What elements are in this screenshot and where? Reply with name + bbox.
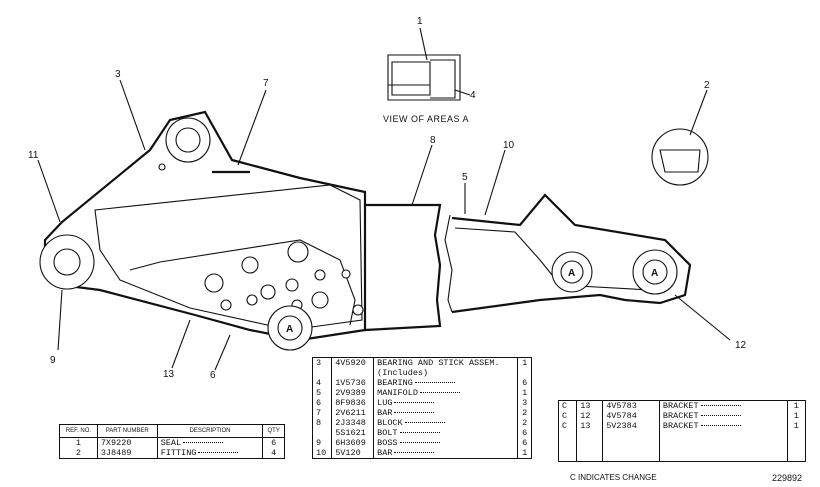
change-note: C INDICATES CHANGE bbox=[570, 473, 657, 482]
callout-5: 5 bbox=[462, 172, 468, 183]
stick-outline-right bbox=[451, 193, 692, 314]
view-label: VIEW OF AREAS A bbox=[383, 114, 469, 124]
left-pin-hole bbox=[53, 248, 81, 276]
parts-table-left: REF. NO. PART NUMBER DESCRIPTION QTY 1 7… bbox=[59, 424, 285, 459]
area-marker-a-bottom: A bbox=[286, 324, 293, 335]
lightening-holes bbox=[204, 241, 364, 316]
leader-lines bbox=[37, 27, 731, 371]
callout-4: 4 bbox=[470, 90, 476, 101]
right-mid-pin-hole bbox=[560, 260, 584, 284]
stick-break-section bbox=[364, 203, 442, 332]
small-hole bbox=[158, 163, 166, 171]
table-row: (Includes) bbox=[313, 368, 532, 378]
fitting-detail bbox=[659, 149, 701, 173]
callout-12: 12 bbox=[735, 340, 747, 351]
callout-9: 9 bbox=[50, 355, 56, 366]
drawing-number: 229892 bbox=[772, 473, 803, 483]
callout-2: 2 bbox=[704, 80, 710, 91]
table-row-blank bbox=[559, 431, 806, 462]
header-part: PART NUMBER bbox=[96, 424, 158, 438]
callout-3: 3 bbox=[115, 69, 121, 80]
right-end-pin-hole bbox=[642, 259, 668, 285]
stick-inner-right bbox=[454, 227, 651, 291]
area-marker-a-end: A bbox=[651, 268, 658, 279]
callout-11: 11 bbox=[28, 150, 39, 161]
detail-circle-fitting bbox=[651, 128, 709, 186]
bottom-pin-hole bbox=[277, 315, 303, 341]
stick-break-section-right bbox=[444, 214, 453, 313]
header-qty: QTY bbox=[262, 424, 285, 438]
table-row: 1 7X9220 SEAL 6 bbox=[59, 437, 285, 448]
area-marker-a-mid: A bbox=[568, 268, 575, 279]
callout-7: 7 bbox=[263, 78, 269, 89]
header-description: DESCRIPTION bbox=[156, 424, 264, 438]
table-row: 2 3J8489 FITTING 4 bbox=[59, 448, 285, 459]
header-ref: REF. NO. bbox=[59, 424, 98, 438]
top-pin-hole bbox=[175, 127, 201, 153]
callout-1: 1 bbox=[417, 16, 423, 27]
stick-bottom-plate bbox=[129, 239, 356, 326]
callout-6: 6 bbox=[210, 370, 216, 381]
table-header-row: REF. NO. PART NUMBER DESCRIPTION QTY bbox=[59, 424, 285, 438]
detail-view-areas-a bbox=[387, 54, 461, 101]
callout-8: 8 bbox=[430, 135, 436, 146]
stick-outline-left bbox=[43, 110, 367, 342]
callout-10: 10 bbox=[503, 140, 515, 151]
callout-13: 13 bbox=[163, 369, 175, 380]
